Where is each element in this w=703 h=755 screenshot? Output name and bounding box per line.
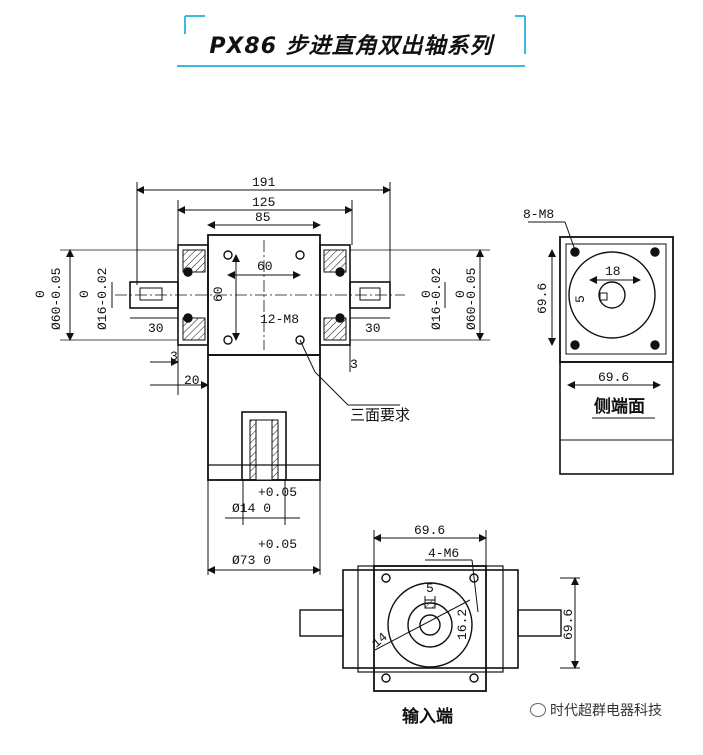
dim-4-m6: 4-M6 [428, 546, 459, 561]
tol-zero-16-right: 0 [419, 290, 434, 298]
tol-zero-60-left: 0 [33, 290, 48, 298]
tol-60-left: Ø60-0.05 [49, 268, 64, 330]
front-view [60, 182, 490, 575]
front-view-labels: 191 125 85 60 60 12-M8 30 30 3 3 20 三面要求… [33, 175, 479, 568]
dim-12-m8: 12-M8 [260, 312, 299, 327]
dim-60-vertical: 60 [211, 286, 226, 302]
dim-phi14: Ø14 0 [232, 501, 271, 516]
dim-69-6-input-vertical: 69.6 [561, 609, 576, 640]
title-frame-lines [177, 15, 526, 67]
tol-16-left: Ø16-0.02 [95, 268, 110, 330]
dim-30-left: 30 [148, 321, 164, 336]
dim-18: 18 [605, 264, 621, 279]
label-input-end: 输入端 [402, 706, 453, 727]
tol-zero-60-right: 0 [453, 290, 468, 298]
dim-3-left: 3 [170, 349, 178, 364]
dim-85: 85 [255, 210, 271, 225]
page-title: PX86 步进直角双出轴系列 [209, 34, 493, 59]
dim-3-right: 3 [350, 357, 358, 372]
dim-30-right: 30 [365, 321, 381, 336]
dim-125: 125 [252, 195, 275, 210]
watermark-text: 时代超群电器科技 [550, 703, 662, 719]
dim-69-6-input: 69.6 [414, 523, 445, 538]
note-three-faces: 三面要求 [350, 406, 410, 424]
watermark: 时代超群电器科技 [530, 700, 662, 720]
tol-zero-16-left: 0 [77, 290, 92, 298]
dim-16-2: 16.2 [455, 609, 470, 640]
tol-16-right: Ø16-0.02 [429, 268, 444, 330]
side-view [528, 221, 674, 475]
tol-60-right: Ø60-0.05 [464, 268, 479, 330]
dim-191: 191 [252, 175, 276, 190]
dim-69-6-side-horizontal: 69.6 [598, 370, 629, 385]
dim-69-6-side-vertical: 69.6 [535, 283, 550, 314]
dim-5-side: 5 [573, 295, 588, 303]
title-banner: PX86 步进直角双出轴系列 [175, 14, 527, 68]
side-view-labels: 8-M8 18 5 69.6 69.6 侧端面 [523, 207, 645, 417]
dim-8-m8: 8-M8 [523, 207, 554, 222]
tol-plus-005-a: +0.05 [258, 485, 297, 500]
dim-20: 20 [184, 373, 200, 388]
dim-60-horizontal: 60 [257, 259, 273, 274]
dim-14-input: 14 [369, 629, 391, 651]
label-side-face: 侧端面 [594, 396, 645, 417]
wechat-icon [530, 703, 546, 717]
input-view [299, 530, 580, 692]
input-view-labels: 69.6 4-M6 5 14 16.2 69.6 输入端 [369, 523, 576, 727]
dim-5-input: 5 [426, 581, 434, 596]
tol-plus-005-b: +0.05 [258, 537, 297, 552]
dim-phi73: Ø73 0 [232, 553, 271, 568]
